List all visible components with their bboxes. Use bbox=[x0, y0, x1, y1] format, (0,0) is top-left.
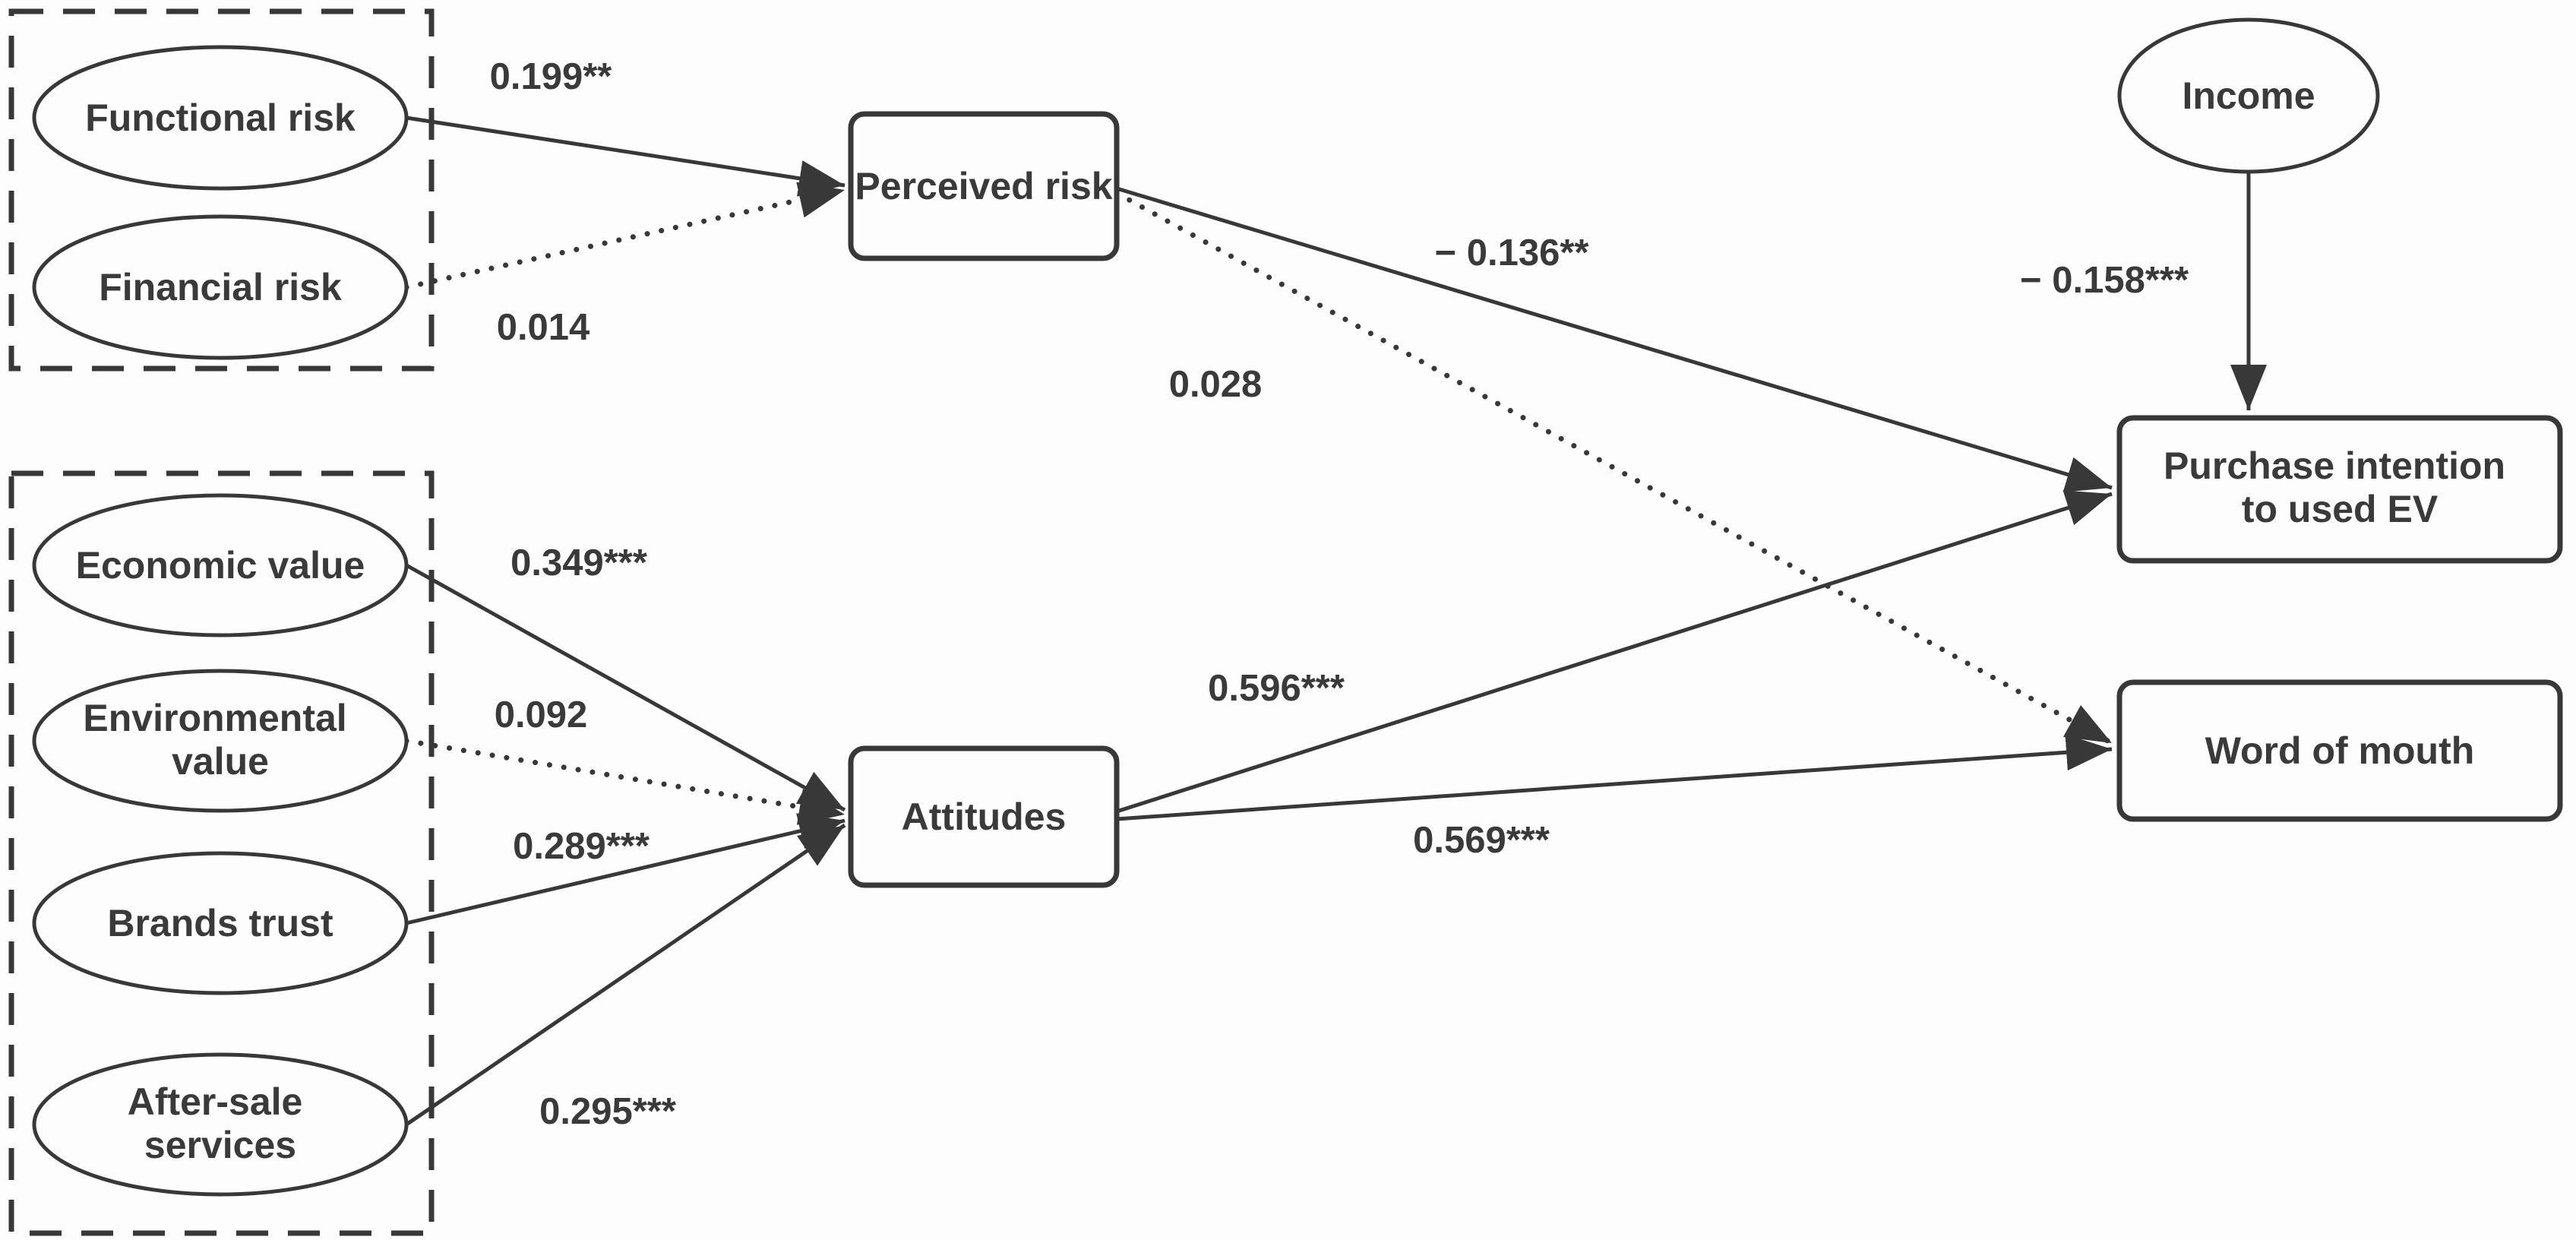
coef-income-to-purchase: − 0.158*** bbox=[2020, 260, 2189, 301]
node-functional-risk: Functional risk bbox=[32, 45, 409, 191]
purchase-intention-label: Purchase intention to used EV bbox=[2164, 444, 2516, 530]
perceived-risk-label: Perceived risk bbox=[855, 165, 1112, 207]
after-sale-services-label: After-sale services bbox=[128, 1080, 314, 1166]
node-word-of-mouth: Word of mouth bbox=[2116, 679, 2563, 822]
environmental-value-label: Environmental value bbox=[83, 697, 357, 783]
node-perceived-risk: Perceived risk bbox=[848, 111, 1120, 261]
edge-environmental-value-to-attitudes bbox=[403, 738, 848, 825]
node-income: Income bbox=[2117, 17, 2380, 174]
edge-attitudes-to-word-of-mouth bbox=[1116, 734, 2113, 821]
coef-perceived-to-wom: 0.028 bbox=[1169, 364, 1263, 405]
economic-value-label: Economic value bbox=[76, 544, 365, 587]
value-group-dashed-box bbox=[8, 470, 435, 1236]
coef-aftersale-to-attitudes: 0.295*** bbox=[539, 1091, 677, 1132]
coef-environmental-to-attitudes: 0.092 bbox=[495, 694, 588, 735]
coef-economic-to-attitudes: 0.349*** bbox=[510, 542, 648, 584]
node-financial-risk: Financial risk bbox=[32, 214, 409, 360]
word-of-mouth-label: Word of mouth bbox=[2205, 729, 2475, 772]
coef-financial-to-perceived: 0.014 bbox=[497, 307, 590, 348]
coef-functional-to-perceived: 0.199** bbox=[490, 56, 613, 97]
brands-trust-label: Brands trust bbox=[107, 902, 333, 944]
node-environmental-value: Environmental value bbox=[32, 669, 409, 813]
node-purchase-intention: Purchase intention to used EV bbox=[2116, 415, 2563, 564]
coef-attitudes-to-purchase: 0.596*** bbox=[1208, 668, 1345, 709]
edge-financial-risk-to-perceived-risk bbox=[403, 182, 848, 290]
income-label: Income bbox=[2182, 74, 2315, 117]
coef-attitudes-to-wom: 0.569*** bbox=[1413, 820, 1550, 861]
node-attitudes: Attitudes bbox=[848, 745, 1120, 888]
edge-perceived-risk-to-word-of-mouth bbox=[1114, 190, 2115, 746]
node-economic-value: Economic value bbox=[32, 493, 409, 637]
edge-perceived-risk-to-purchase-intention bbox=[1116, 186, 2113, 492]
edge-after-sale-services-to-attitudes bbox=[405, 823, 846, 1127]
functional-risk-label: Functional risk bbox=[85, 96, 356, 139]
edge-attitudes-to-purchase-intention bbox=[1116, 490, 2113, 814]
node-after-sale-services: After-sale services bbox=[32, 1052, 409, 1197]
coef-perceived-to-purchase: − 0.136** bbox=[1435, 232, 1590, 274]
financial-risk-label: Financial risk bbox=[99, 266, 342, 308]
attitudes-label: Attitudes bbox=[902, 796, 1067, 838]
edge-economic-value-to-attitudes bbox=[405, 563, 846, 812]
edge-brands-trust-to-attitudes bbox=[406, 813, 845, 925]
risk-group-dashed-box bbox=[8, 8, 435, 372]
node-brands-trust: Brands trust bbox=[32, 851, 409, 995]
coef-brands-to-attitudes: 0.289*** bbox=[513, 826, 650, 867]
edge-functional-risk-to-perceived-risk bbox=[406, 115, 845, 197]
